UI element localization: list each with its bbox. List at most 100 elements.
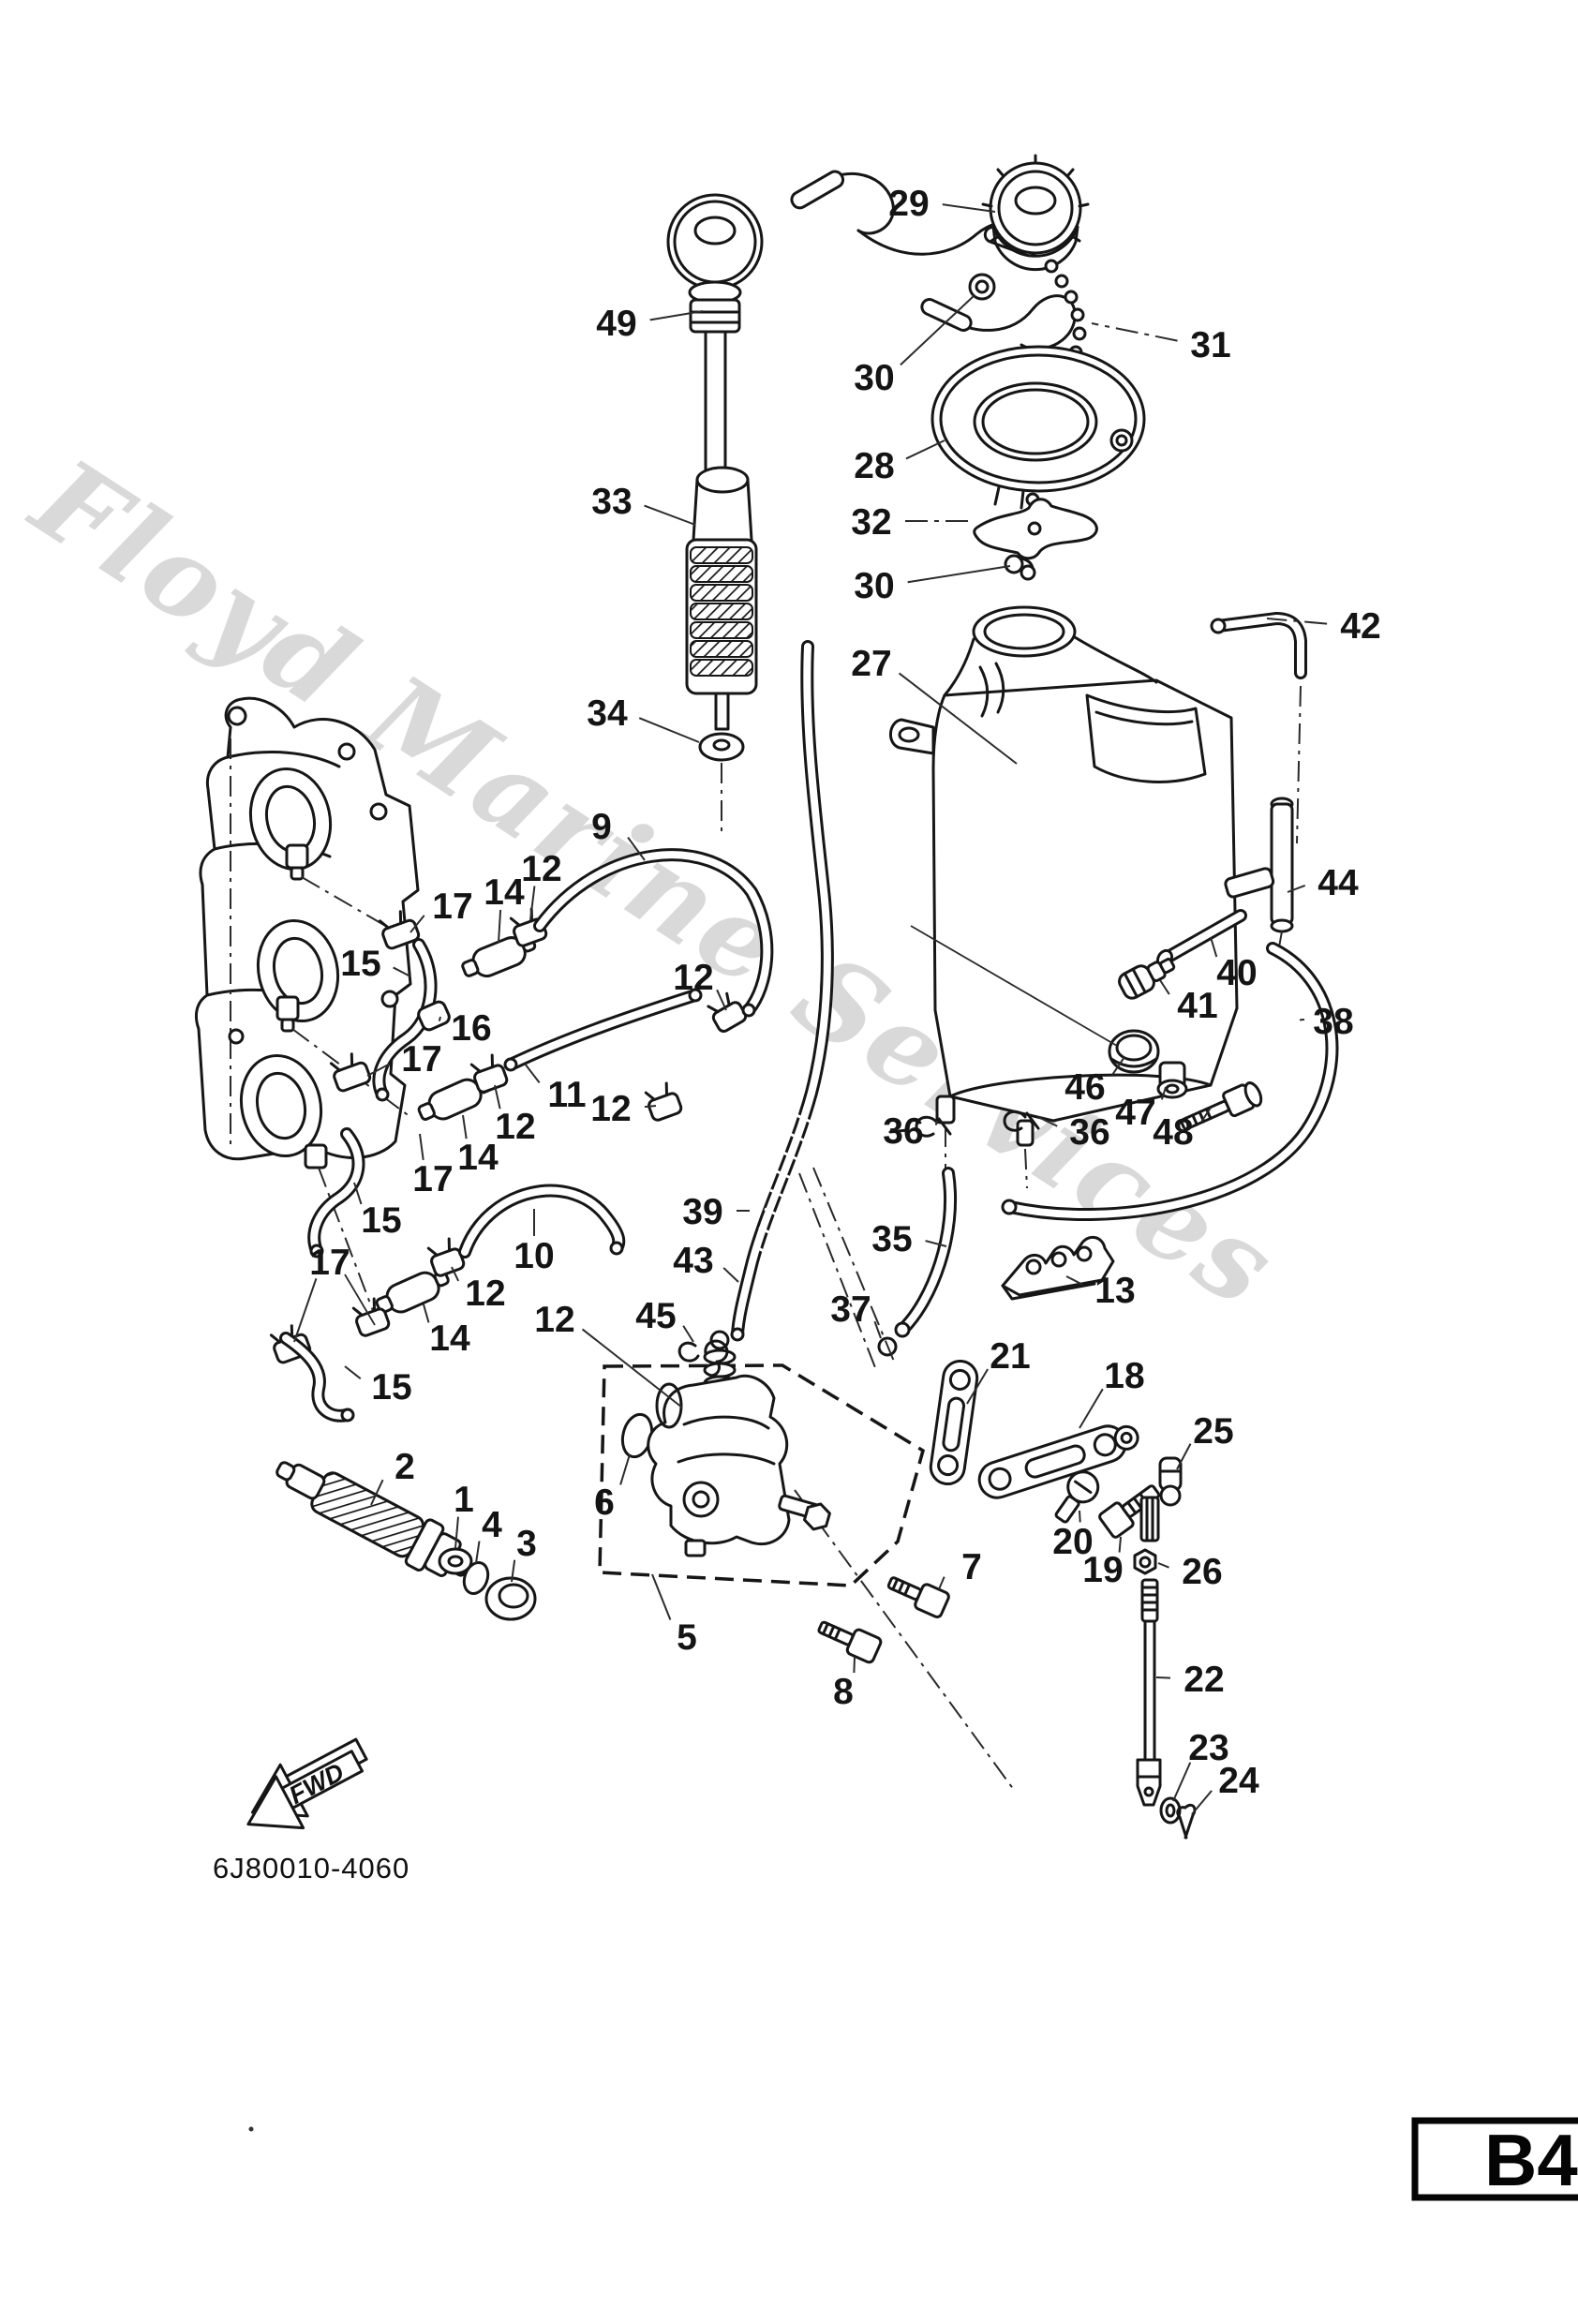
engine-block	[194, 696, 420, 1317]
leader-line-12	[451, 1266, 460, 1282]
callout-15: 15	[340, 944, 380, 984]
leader-line-17	[409, 915, 425, 933]
callout-1: 1	[454, 1480, 474, 1520]
bolt-8	[817, 1620, 883, 1664]
leader-line-45	[682, 1325, 694, 1343]
callout-47: 47	[1115, 1093, 1155, 1133]
leader-line-15	[344, 1365, 362, 1380]
callout-38: 38	[1313, 1002, 1353, 1042]
callout-17: 17	[401, 1039, 441, 1080]
block-nipple-1	[285, 843, 406, 938]
leader-line-13	[1065, 1275, 1083, 1286]
bolt-48	[1180, 1081, 1263, 1131]
joint-pipe-44	[1224, 797, 1294, 953]
callout-31: 31	[1190, 325, 1230, 365]
leader-line-19	[1118, 1536, 1122, 1553]
callout-18: 18	[1104, 1356, 1144, 1396]
part-code: 6J80010-4060	[213, 1852, 409, 1885]
filler-flange-ring	[930, 345, 1146, 510]
callout-10: 10	[514, 1236, 554, 1276]
callout-3: 3	[516, 1524, 537, 1564]
cotter-pin-24	[1176, 1803, 1197, 1840]
leader-line-17	[419, 1133, 424, 1160]
callout-15: 15	[371, 1367, 411, 1408]
callout-12: 12	[534, 1300, 574, 1340]
callout-36: 36	[883, 1111, 923, 1152]
leader-line-49	[649, 310, 704, 321]
leader-line-15	[353, 1182, 363, 1205]
leader-line-22	[1155, 1676, 1171, 1679]
gauge-washer	[698, 732, 745, 838]
callout-27: 27	[851, 644, 891, 684]
callout-12: 12	[465, 1274, 505, 1314]
leader-line-37	[873, 1320, 882, 1339]
callout-46: 46	[1064, 1067, 1105, 1108]
callout-37: 37	[830, 1289, 871, 1330]
leader-line-14	[423, 1304, 430, 1323]
leader-line-27	[898, 672, 1018, 765]
callout-32: 32	[851, 502, 891, 543]
oil-pump-assembly	[598, 1167, 1015, 1791]
link-21	[929, 1359, 979, 1486]
fuel-hose-11	[503, 988, 703, 1072]
callout-35: 35	[871, 1219, 912, 1259]
leader-line-16	[438, 1016, 441, 1021]
callout-17: 17	[412, 1159, 453, 1199]
leader-line-26	[1157, 1562, 1169, 1569]
callout-42: 42	[1340, 606, 1380, 647]
callout-8: 8	[833, 1672, 854, 1712]
leader-line-35	[925, 1240, 947, 1247]
callout-9: 9	[591, 807, 612, 847]
leader-line-12	[529, 886, 536, 921]
page-tag-box: B4	[1411, 2117, 1578, 2201]
callout-14: 14	[457, 1138, 499, 1178]
leader-line-14	[498, 909, 502, 944]
leader-line-2	[370, 1479, 384, 1506]
fuel-hose-15b	[307, 1127, 365, 1259]
leader-line-34	[638, 717, 700, 743]
inline-filter-chain-3	[269, 1237, 466, 1364]
leader-line-6	[619, 1453, 631, 1485]
oil-level-gauge	[666, 193, 764, 474]
chain-clip	[1004, 554, 1036, 581]
leader-line-48	[1200, 1107, 1212, 1122]
leader-line-15	[393, 966, 411, 977]
leader-line-12	[494, 1084, 501, 1110]
ball-joint-25	[1158, 1456, 1183, 1507]
leader-line-46	[1111, 1056, 1125, 1076]
bolt-7	[886, 1576, 950, 1618]
leader-line-47	[1160, 1086, 1167, 1100]
callout-13: 13	[1094, 1271, 1135, 1311]
oil-tank	[889, 605, 1239, 1189]
callout-29: 29	[888, 184, 929, 224]
leader-line-4	[475, 1541, 481, 1564]
leader-line-11	[524, 1063, 541, 1084]
leader-line-29	[942, 203, 996, 213]
washer-1	[438, 1547, 473, 1575]
callout-33: 33	[591, 482, 632, 522]
leader-line-30	[907, 565, 1011, 584]
fwd-arrow: FWD	[246, 1737, 368, 1830]
callout-41: 41	[1177, 986, 1217, 1026]
oil-strainer-filter	[685, 466, 758, 731]
callout-11: 11	[547, 1075, 586, 1115]
callout-20: 20	[1052, 1522, 1093, 1562]
leader-line-3	[511, 1559, 516, 1583]
leader-line-30	[900, 294, 975, 366]
block-nipple-2	[275, 995, 411, 1118]
leader-line-5	[651, 1573, 672, 1620]
hose-clip-36-left	[888, 1115, 952, 1138]
leader-line-44	[1287, 885, 1306, 893]
oil-seal-3	[484, 1576, 537, 1621]
callout-15: 15	[361, 1200, 401, 1241]
callout-43: 43	[673, 1241, 713, 1281]
callout-12: 12	[673, 958, 713, 998]
callout-17: 17	[432, 886, 472, 927]
leader-line-17	[366, 1063, 391, 1077]
callout-30: 30	[854, 358, 894, 398]
leader-line-9	[627, 836, 646, 861]
leader-line-20	[1079, 1510, 1081, 1523]
callout-40: 40	[1216, 953, 1257, 993]
callout-36: 36	[1069, 1112, 1109, 1153]
